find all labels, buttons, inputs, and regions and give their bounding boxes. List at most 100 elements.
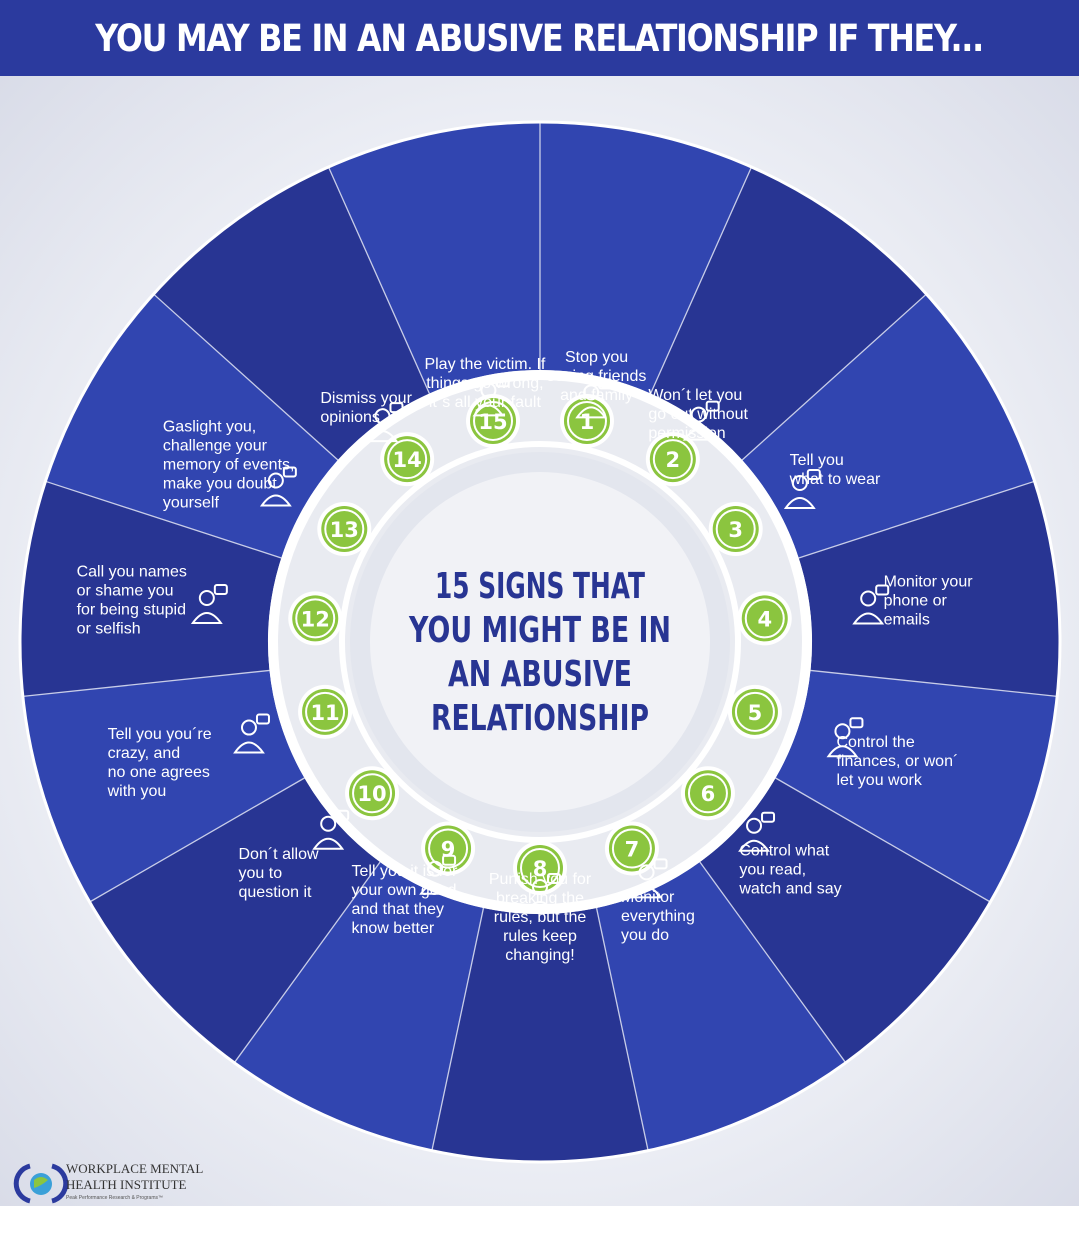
sign-label-1-line-1: Stop you	[565, 349, 628, 366]
logo-tagline: Peak Performance Research & Programs™	[66, 1195, 163, 1201]
wheel-divider-3	[741, 293, 927, 461]
sign-label-4-line-3: emails	[884, 612, 930, 629]
number-badge-15: 15	[466, 393, 521, 448]
sign-label-8-line-3: rules, but the	[494, 909, 587, 926]
sign-label-6-line-2: you read,	[739, 862, 806, 879]
sign-label-9-line-1: Tell you it is for	[352, 863, 458, 880]
sign-label-6-line-1: Control what	[739, 843, 829, 860]
angry-face-icon	[190, 583, 228, 624]
center-plate-core	[370, 472, 710, 812]
sign-label-2-line-3: permission	[648, 425, 725, 442]
wheel-segment-15	[328, 122, 540, 394]
jacket-icon	[783, 469, 821, 509]
money-bag-icon	[826, 717, 864, 758]
sign-label-5: Control the finances, or won´ let you work	[836, 734, 958, 789]
logo-emblem-icon	[13, 1163, 69, 1204]
wheel-divider-7	[699, 861, 847, 1064]
family-icon	[575, 378, 613, 419]
question-head-icon	[312, 809, 350, 850]
sign-label-11-line-2: crazy, and	[108, 745, 181, 762]
speech-person-icon	[366, 402, 404, 443]
institute-logo: WORKPLACE MENTAL HEALTH INSTITUTE Peak P…	[13, 1161, 203, 1204]
wheel-divider-12	[22, 669, 270, 698]
conversation-icon	[419, 854, 457, 895]
sign-label-11-line-4: with you	[107, 783, 167, 800]
sign-label-10-line-3: question it	[239, 884, 312, 901]
sign-label-10-line-2: you to	[239, 865, 283, 882]
wheel-segment-1	[540, 122, 752, 394]
wheel-segment-6	[699, 778, 991, 1063]
wheel-divider-2	[650, 166, 753, 394]
sign-label-12-line-4: or selfish	[77, 621, 141, 638]
sign-label-13-line-5: yourself	[163, 495, 220, 512]
number-badge-label-2: 2	[666, 448, 681, 472]
sign-label-14: Dismiss your opinions	[320, 390, 412, 426]
number-badge-label-10: 10	[357, 782, 386, 806]
sign-label-14-line-1: Dismiss your	[320, 390, 412, 407]
sign-label-5-line-2: finances, or won´	[836, 753, 958, 770]
number-badge-label-1: 1	[580, 410, 595, 434]
center-title-line-3: AN ABUSIVE	[448, 654, 632, 695]
sign-label-14-line-2: opinions	[320, 409, 380, 426]
sign-label-8-line-4: rules keep	[503, 928, 577, 945]
sign-label-12-line-2: or shame you	[77, 583, 174, 600]
number-badge-label-7: 7	[625, 837, 640, 861]
confusion-icon	[259, 466, 297, 507]
wheel-segment-3	[742, 294, 1035, 558]
number-badge-label-4: 4	[757, 607, 772, 631]
logo-line-2: HEALTH INSTITUTE	[66, 1177, 187, 1192]
number-badge-12: 12	[288, 591, 343, 646]
number-badge-6: 6	[680, 766, 735, 821]
sign-label-8-line-5: changing!	[505, 947, 574, 964]
sign-label-9-line-4: know better	[352, 920, 435, 937]
number-badge-10: 10	[345, 766, 400, 821]
number-badge-3: 3	[708, 502, 763, 556]
center-plate-rim	[339, 441, 741, 843]
number-badge-4: 4	[737, 591, 792, 646]
number-badge-label-11: 11	[310, 701, 339, 725]
header-title: YOU MAY BE IN AN ABUSIVE RELATIONSHIP IF…	[95, 16, 985, 60]
number-badge-7: 7	[604, 821, 659, 876]
sign-label-6-line-3: watch and say	[738, 881, 841, 898]
center-title-line-1: 15 SIGNS THAT	[435, 566, 645, 607]
sign-label-15-line-1: Play the victim. If	[424, 356, 545, 373]
sign-label-9-line-3: and that they	[352, 901, 445, 918]
number-badge-label-3: 3	[728, 518, 743, 542]
sign-label-2-line-1: Won´t let you	[648, 387, 742, 404]
sign-label-5-line-3: let you work	[836, 772, 922, 789]
wheel-segment-13	[45, 294, 338, 558]
sign-label-5-line-1: Control the	[836, 734, 914, 751]
sign-label-3-line-2: what to wear	[789, 471, 881, 488]
sign-label-3-line-1: Tell you	[790, 452, 844, 469]
number-badge-5: 5	[727, 684, 782, 739]
wheel-divider-14	[153, 293, 339, 461]
sign-label-7-line-2: everything	[621, 908, 695, 925]
number-badge-label-5: 5	[748, 701, 763, 725]
sign-label-1-line-2: seeing friends	[547, 368, 647, 385]
sign-label-9-line-2: your own good,	[352, 882, 461, 899]
wheel-segment-12	[19, 481, 282, 697]
wheel-segment-11	[22, 670, 305, 902]
header-banner: YOU MAY BE IN AN ABUSIVE RELATIONSHIP IF…	[0, 0, 1079, 76]
number-badge-8: 8	[513, 841, 567, 895]
surveillance-eye-icon	[630, 858, 668, 899]
sign-label-11-line-1: Tell you you´re	[108, 726, 212, 743]
bottom-margin	[0, 1206, 1079, 1243]
sign-label-8-line-2: breaking the	[496, 890, 584, 907]
center-title-line-4: RELATIONSHIP	[431, 698, 649, 739]
sign-label-13-line-3: memory of events,	[163, 457, 295, 474]
sign-icons	[190, 376, 890, 913]
number-badge-13: 13	[317, 502, 372, 556]
computer-email-icon	[852, 584, 890, 625]
rules-scroll-icon	[524, 873, 561, 913]
number-badge-11: 11	[298, 684, 353, 739]
wheel-segment-7	[596, 862, 846, 1151]
victim-group-icon	[472, 376, 510, 417]
wheel-segment-8	[431, 908, 649, 1163]
